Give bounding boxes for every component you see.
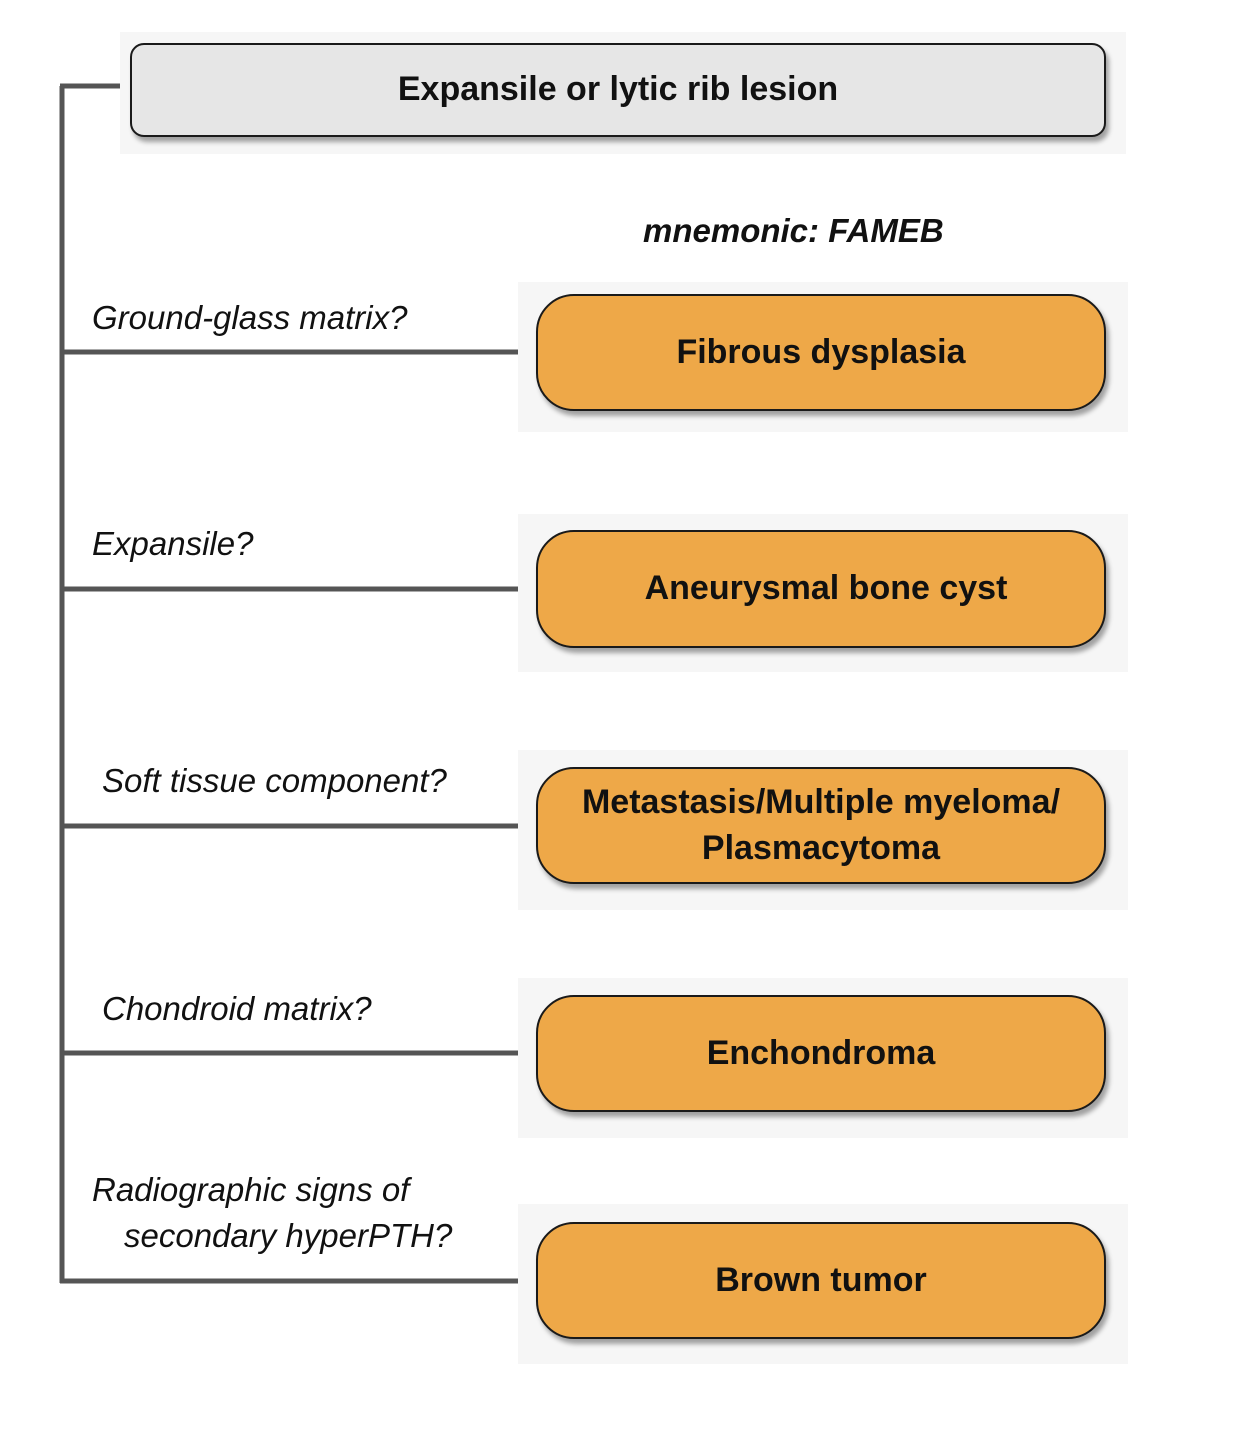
diagnosis-node-3: Metastasis/Multiple myeloma/ Plasmacytom… [536, 767, 1106, 884]
question-label-3: Soft tissue component? [102, 758, 447, 804]
question-line: Ground-glass matrix? [92, 299, 408, 336]
mnemonic-label: mnemonic: FAMEB [643, 212, 944, 249]
question-line: Expansile? [92, 525, 254, 562]
question-label-2: Expansile? [92, 521, 253, 567]
diagnosis-label: Metastasis/Multiple myeloma/ [581, 782, 1061, 821]
diagnosis-node-2: Aneurysmal bone cyst [536, 530, 1106, 648]
root-node: Expansile or lytic rib lesion [130, 43, 1106, 137]
diagnosis-label: Plasmacytoma [701, 828, 941, 867]
diagnosis-node-1: Fibrous dysplasia [536, 294, 1106, 411]
diagnosis-node-5: Brown tumor [536, 1222, 1106, 1339]
diagnosis-label: Enchondroma [706, 1033, 936, 1072]
diagnosis-label: Fibrous dysplasia [676, 332, 966, 371]
question-label-4: Chondroid matrix? [102, 986, 372, 1032]
diagnosis-label: Brown tumor [715, 1260, 927, 1299]
root-node-label: Expansile or lytic rib lesion [397, 70, 839, 109]
diagnosis-label: Aneurysmal bone cyst [644, 569, 1008, 608]
question-line: secondary hyperPTH? [124, 1217, 453, 1255]
question-line: Radiographic signs of [92, 1171, 410, 1208]
question-label-1: Ground-glass matrix? [92, 295, 407, 341]
question-line: Soft tissue component? [102, 762, 447, 799]
diagnosis-node-4: Enchondroma [536, 995, 1106, 1112]
question-label-5: Radiographic signs of secondary hyperPTH… [92, 1167, 452, 1259]
question-line: Chondroid matrix? [102, 990, 372, 1027]
